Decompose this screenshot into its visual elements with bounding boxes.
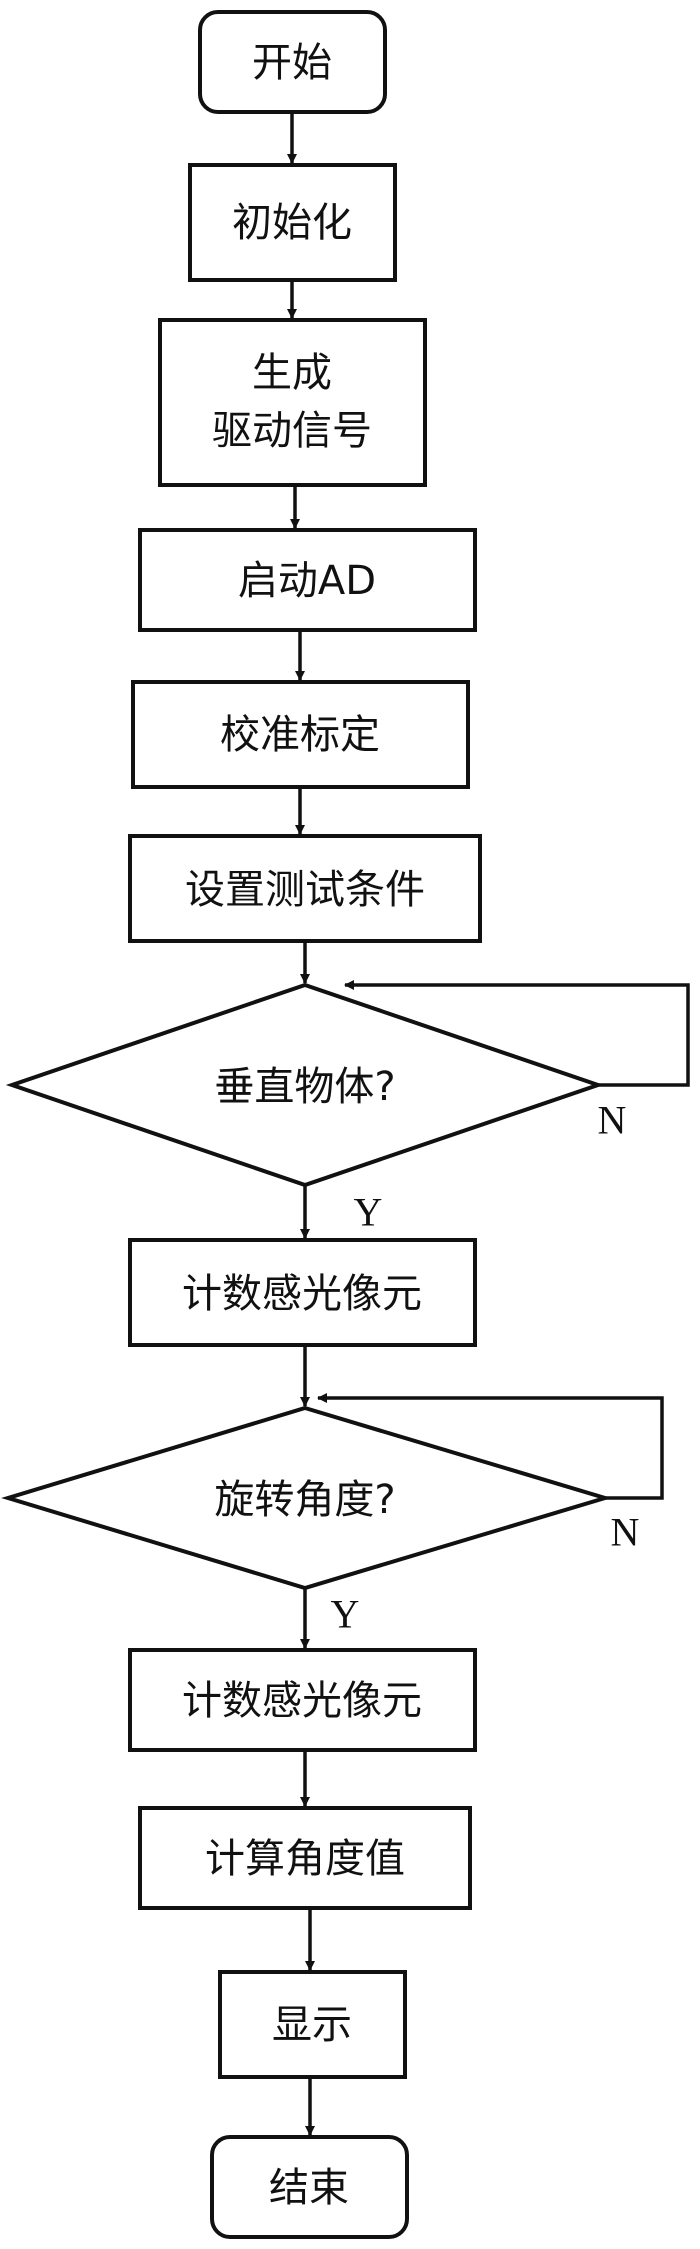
- set-conditions-node: 设置测试条件: [128, 834, 482, 943]
- start-node: 开始: [198, 10, 387, 114]
- loop-no-vertical-object: [344, 980, 690, 1087]
- decision-rotate-label: 旋转角度?: [214, 1477, 395, 1523]
- start-ad-node: 启动AD: [138, 528, 477, 632]
- calibrate-node: 校准标定: [131, 680, 470, 789]
- init-label: 初始化: [232, 200, 352, 246]
- yes-label-2: Y: [331, 1592, 360, 1637]
- generate-label-line1: 生成: [252, 350, 332, 396]
- end-node: 结束: [210, 2135, 409, 2239]
- calibrate-label: 校准标定: [220, 712, 380, 758]
- start-ad-label: 启动AD: [238, 558, 376, 604]
- count-pixels-node-2: 计数感光像元: [128, 1648, 477, 1752]
- display-node: 显示: [218, 1970, 407, 2079]
- decision-vertical-object: 垂直物体?: [5, 982, 605, 1188]
- count-pixels-node-1: 计数感光像元: [128, 1238, 477, 1347]
- loop-no-rotate-angle: [317, 1393, 664, 1500]
- count-pixels-label-2: 计数感光像元: [182, 1678, 422, 1724]
- display-label: 显示: [272, 2002, 352, 2048]
- generate-drive-signal-node: 生成 驱动信号: [158, 318, 427, 487]
- yes-label-1: Y: [354, 1190, 383, 1235]
- count-pixels-label-1: 计数感光像元: [182, 1271, 422, 1317]
- no-label-2: N: [611, 1510, 640, 1555]
- init-node: 初始化: [188, 163, 397, 282]
- compute-angle-node: 计算角度值: [138, 1806, 472, 1910]
- start-label: 开始: [252, 40, 332, 86]
- decision-rotate-angle: 旋转角度?: [1, 1405, 612, 1591]
- no-label-1: N: [598, 1098, 627, 1143]
- generate-label-line2: 驱动信号: [212, 408, 372, 454]
- set-conditions-label: 设置测试条件: [185, 867, 425, 913]
- compute-angle-label: 计算角度值: [205, 1836, 405, 1882]
- decision-vertical-label: 垂直物体?: [214, 1064, 395, 1110]
- end-label: 结束: [269, 2165, 349, 2211]
